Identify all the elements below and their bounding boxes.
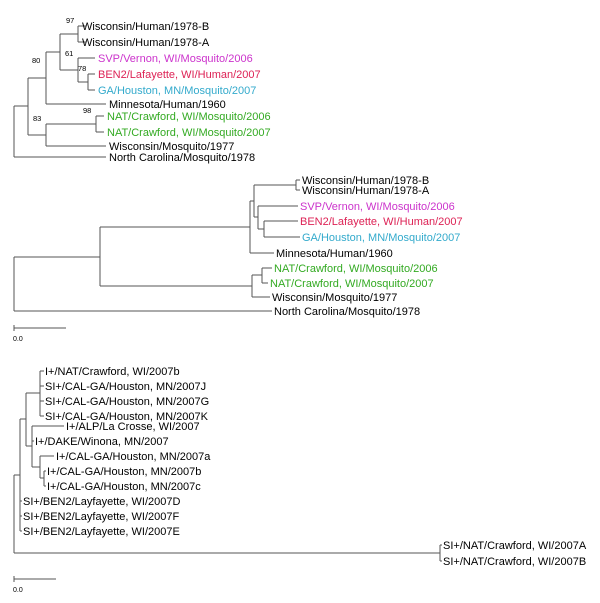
- tree-3-leaf: SI+/BEN2/Layfayette, WI/2007E: [23, 526, 180, 538]
- tree-3-leaf: SI+/NAT/Crawford, WI/2007A: [443, 540, 587, 552]
- tree-3: I+/NAT/Crawford, WI/2007b SI+/CAL-GA/Hou…: [13, 366, 587, 594]
- tree-3-leaf: SI+/CAL-GA/Houston, MN/2007K: [45, 411, 209, 423]
- tree-1-leaf: SVP/Vernon, WI/Mosquito/2006: [98, 53, 253, 65]
- tree-1-leaf: BEN2/Lafayette, WI/Human/2007: [98, 69, 261, 81]
- tree-1-support-values: 97 61 78 80 98 83: [32, 16, 91, 123]
- tree-2-leaf: Wisconsin/Human/1978-B: [302, 175, 429, 187]
- tree-1-leaf-labels: Wisconsin/Human/1978-B Wisconsin/Human/1…: [82, 21, 271, 164]
- scale-bar-label: 0.0: [13, 587, 23, 594]
- tree-3-leaf: I+/NAT/Crawford, WI/2007b: [45, 366, 180, 378]
- bootstrap-value: 98: [83, 106, 91, 115]
- tree-2-branches: [13, 179, 300, 312]
- tree-1-leaf: GA/Houston, MN/Mosquito/2007: [98, 85, 256, 97]
- tree-3-leaf: SI+/NAT/Crawford, WI/2007B: [443, 556, 586, 568]
- tree-3-leaf: I+/DAKE/Winona, MN/2007: [35, 436, 169, 448]
- tree-1-leaf: NAT/Crawford, WI/Mosquito/2007: [107, 127, 271, 139]
- tree-3-scale-bar: 0.0: [13, 576, 56, 594]
- tree-3-branches: [13, 370, 442, 562]
- tree-3-leaf: SI+/BEN2/Layfayette, WI/2007F: [23, 511, 179, 523]
- tree-2-leaf: North Carolina/Mosquito/1978: [274, 306, 420, 318]
- tree-1-leaf: Wisconsin/Human/1978-A: [82, 37, 210, 49]
- tree-3-leaf-labels: I+/NAT/Crawford, WI/2007b SI+/CAL-GA/Hou…: [23, 366, 587, 568]
- bootstrap-value: 61: [65, 49, 73, 58]
- tree-1-leaf: Minnesota/Human/1960: [109, 99, 226, 111]
- tree-1-leaf: Wisconsin/Mosquito/1977: [109, 141, 234, 153]
- tree-2-leaf: Minnesota/Human/1960: [276, 248, 393, 260]
- tree-2-leaf-labels: Wisconsin/Human/1978-B Wisconsin/Human/1…: [270, 175, 463, 318]
- tree-3-leaf: I+/CAL-GA/Houston, MN/2007c: [47, 481, 201, 493]
- tree-2-leaf: NAT/Crawford, WI/Mosquito/2006: [274, 263, 438, 275]
- tree-2-leaf: Wisconsin/Mosquito/1977: [272, 292, 397, 304]
- tree-2-leaf: SVP/Vernon, WI/Mosquito/2006: [300, 201, 455, 213]
- tree-3-leaf: SI+/CAL-GA/Houston, MN/2007J: [45, 381, 206, 393]
- tree-3-leaf: I+/CAL-GA/Houston, MN/2007a: [56, 451, 211, 463]
- tree-3-leaf: SI+/CAL-GA/Houston, MN/2007G: [45, 396, 209, 408]
- tree-1-leaf: Wisconsin/Human/1978-B: [82, 21, 209, 33]
- tree-2-leaf: GA/Houston, MN/Mosquito/2007: [302, 232, 460, 244]
- tree-3-leaf: I+/CAL-GA/Houston, MN/2007b: [47, 466, 201, 478]
- bootstrap-value: 97: [66, 16, 74, 25]
- tree-2-leaf: BEN2/Lafayette, WI/Human/2007: [300, 216, 463, 228]
- tree-3-leaf: SI+/BEN2/Layfayette, WI/2007D: [23, 496, 180, 508]
- tree-1-leaf: NAT/Crawford, WI/Mosquito/2006: [107, 111, 271, 123]
- tree-1-leaf: North Carolina/Mosquito/1978: [109, 152, 255, 164]
- tree-2: Wisconsin/Human/1978-B Wisconsin/Human/1…: [13, 175, 463, 343]
- tree-3-leaf: I+/ALP/La Crosse, WI/2007: [66, 421, 200, 433]
- tree-1: Wisconsin/Human/1978-B Wisconsin/Human/1…: [13, 16, 271, 164]
- tree-2-leaf: Wisconsin/Human/1978-A: [302, 185, 430, 197]
- scale-bar-label: 0.0: [13, 336, 23, 343]
- tree-1-branches: [13, 25, 106, 158]
- bootstrap-value: 80: [32, 56, 40, 65]
- bootstrap-value: 78: [78, 64, 86, 73]
- bootstrap-value: 83: [33, 114, 41, 123]
- tree-2-scale-bar: 0.0: [13, 325, 66, 343]
- tree-2-leaf: NAT/Crawford, WI/Mosquito/2007: [270, 278, 434, 290]
